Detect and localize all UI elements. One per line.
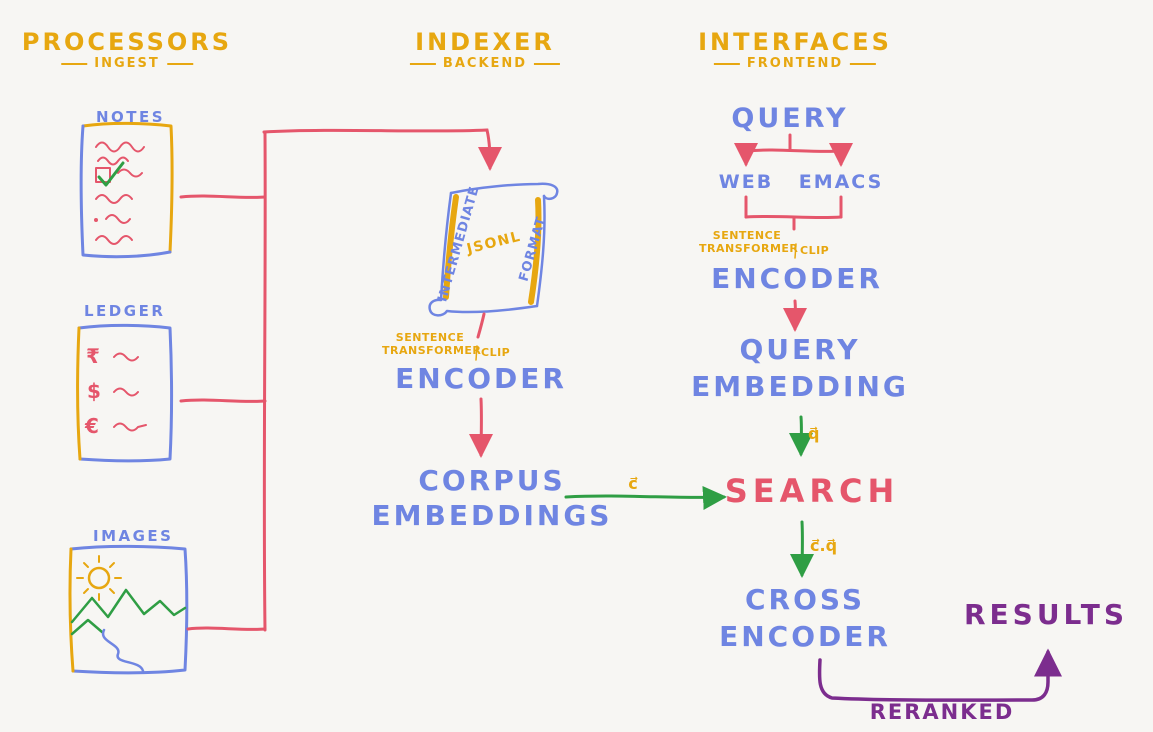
reranked-label: RERANKED: [869, 700, 1015, 724]
query-embedding-line1: QUERY: [739, 333, 861, 366]
processors-subtitle: INGEST: [61, 56, 193, 71]
rerank-arrow: [817, 648, 1062, 702]
currency-rupee: ₹: [86, 344, 100, 368]
indexer-subtitle-text: BACKEND: [442, 56, 528, 71]
subtitle-dash-left: [61, 62, 88, 65]
check-icon: [97, 161, 125, 187]
notes-label: NOTES: [96, 108, 166, 126]
interfaces-flow-arrows: [734, 133, 853, 332]
interfaces-model-label: SENTENCE TRANSFORMER: [699, 229, 799, 256]
sun-icon: [76, 555, 122, 601]
processors-subtitle-text: INGEST: [94, 56, 160, 71]
ingest-connector-arrows: [179, 128, 502, 632]
ledger-card-icon: [76, 323, 173, 463]
scroll-icon: [428, 182, 559, 317]
query-embedding-line2: EMBEDDING: [691, 370, 909, 403]
subtitle-dash-right: [850, 62, 877, 65]
indexer-model-line1: SENTENCE: [395, 331, 465, 344]
interfaces-model-line1: SENTENCE: [712, 229, 782, 242]
notes-card-icon: [79, 121, 174, 259]
indexer-model-line2: TRANSFORMER: [382, 344, 482, 358]
corpus-vector-label: c⃗: [628, 474, 638, 493]
indexer-title: INDEXER: [415, 28, 555, 56]
results-node: RESULTS: [963, 598, 1129, 631]
corpus-embeddings-line2: EMBEDDINGS: [371, 499, 613, 532]
embedding-arrows: [564, 415, 815, 578]
mountains-icon: [70, 588, 187, 624]
subtitle-dash-left: [713, 62, 740, 65]
search-node: SEARCH: [724, 472, 900, 510]
interfaces-encoder-node: ENCODER: [711, 262, 883, 295]
currency-dollar: $: [87, 379, 101, 403]
subtitle-dash-left: [409, 62, 436, 65]
corpus-embeddings-line1: CORPUS: [418, 464, 566, 497]
interfaces-model-line2: TRANSFORMER: [699, 242, 799, 256]
model-label-separators: [475, 243, 797, 361]
indexer-subtitle: BACKEND: [409, 56, 561, 71]
currency-euro: €: [85, 414, 99, 438]
indexer-flow-arrows: [469, 312, 494, 458]
cross-encoder-line1: CROSS: [745, 583, 865, 616]
web-node: WEB: [718, 171, 774, 193]
processors-title: PROCESSORS: [21, 28, 233, 56]
query-node: QUERY: [731, 103, 849, 134]
subtitle-dash-right: [534, 62, 561, 65]
emacs-node: EMACS: [798, 171, 884, 193]
river-icon: [101, 628, 145, 673]
cross-encoder-line2: ENCODER: [719, 620, 891, 653]
indexer-clip-label: CLIP: [481, 346, 511, 359]
images-label: IMAGES: [93, 527, 174, 545]
similarity-label: c⃗.q⃗: [810, 536, 838, 555]
interfaces-clip-label: CLIP: [800, 244, 830, 257]
interfaces-subtitle: FRONTEND: [713, 56, 877, 71]
indexer-encoder-node: ENCODER: [395, 362, 567, 395]
interfaces-subtitle-text: FRONTEND: [746, 56, 844, 71]
images-card-icon: [68, 544, 189, 675]
ledger-label: LEDGER: [84, 302, 166, 320]
indexer-model-label: SENTENCE TRANSFORMER: [382, 331, 482, 358]
interfaces-title: INTERFACES: [698, 28, 892, 56]
subtitle-dash-right: [166, 62, 193, 65]
query-vector-label: q⃗: [808, 424, 820, 443]
